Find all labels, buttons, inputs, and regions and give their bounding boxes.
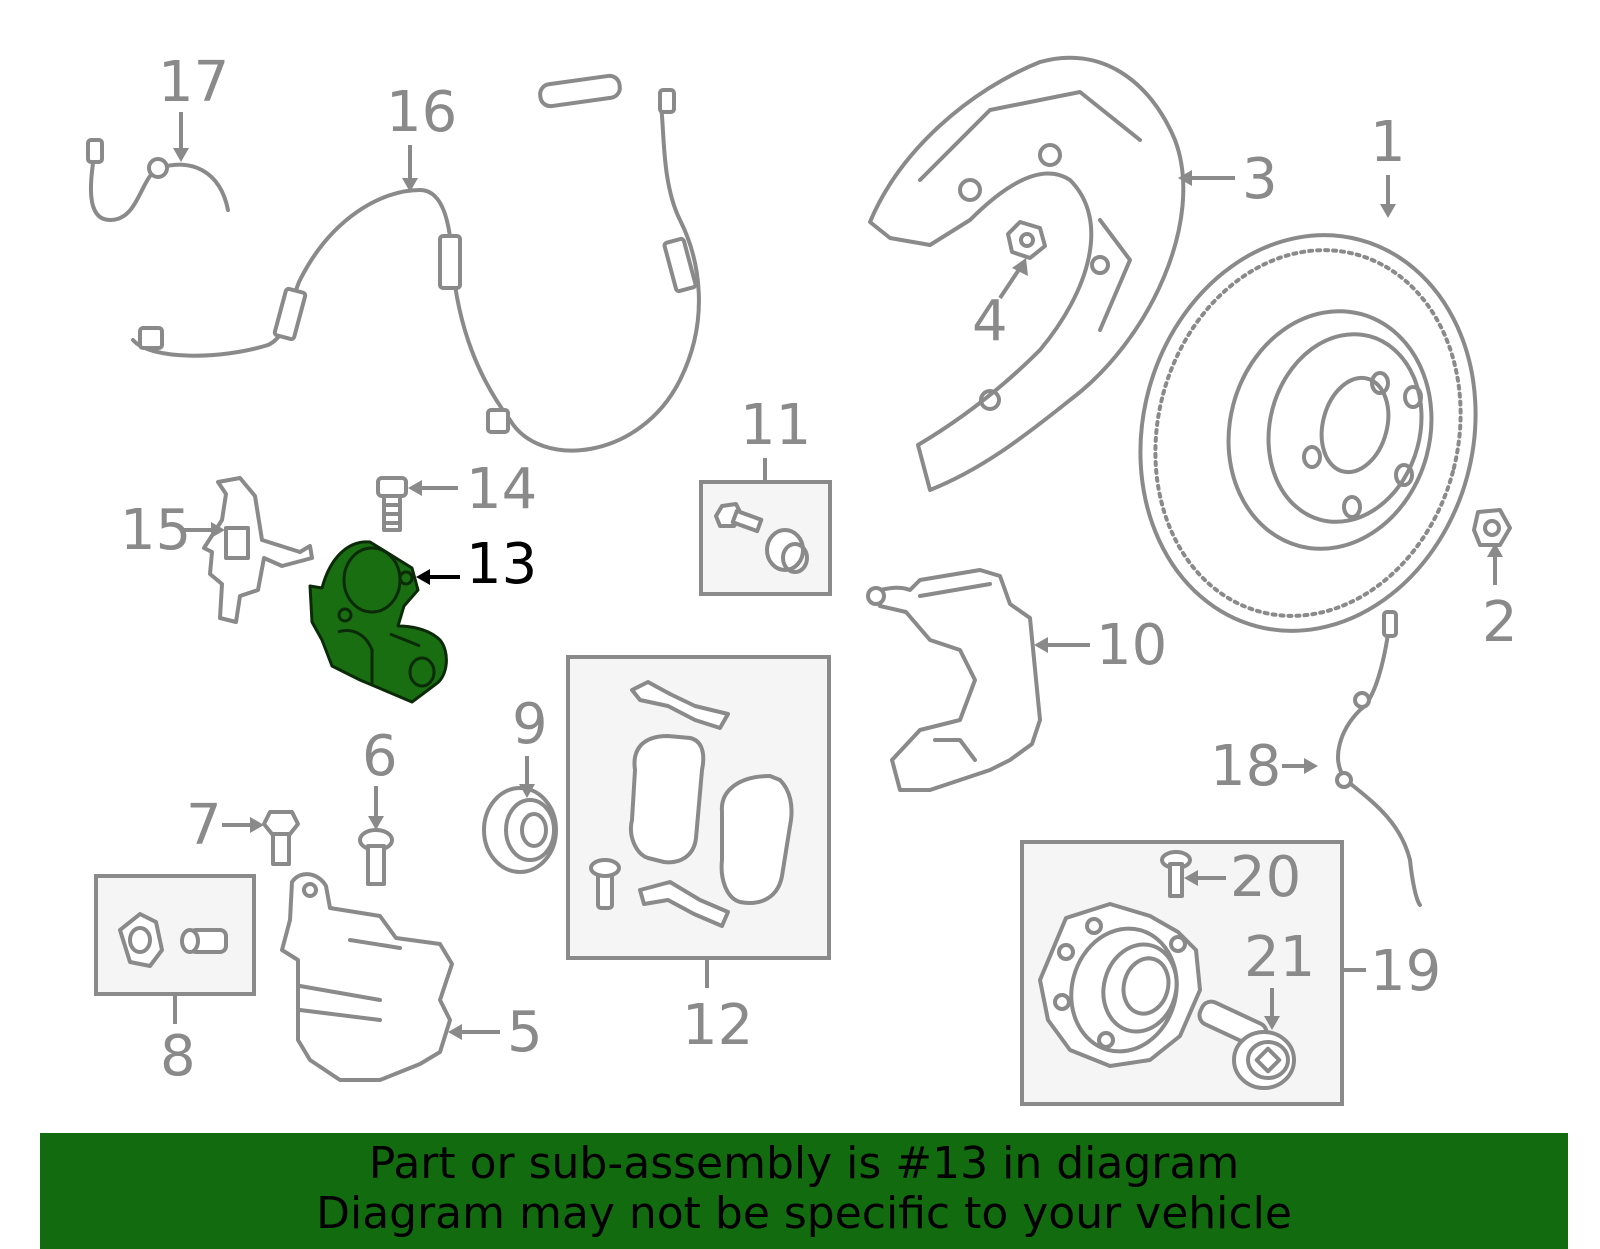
callout-13: 13 bbox=[466, 532, 537, 597]
part-3-splash-shield[interactable] bbox=[868, 55, 1186, 492]
callout-10: 10 bbox=[1096, 613, 1167, 678]
callout-9: 9 bbox=[512, 692, 548, 757]
part-17-wire[interactable] bbox=[86, 138, 230, 222]
callout-20: 20 bbox=[1230, 845, 1301, 910]
part-4-bolt[interactable] bbox=[1006, 220, 1047, 260]
callout-16: 16 bbox=[386, 80, 457, 145]
part-14-bolt[interactable] bbox=[376, 476, 408, 532]
callout-12: 12 bbox=[682, 993, 753, 1058]
banner-line-2: Diagram may not be specific to your vehi… bbox=[316, 1188, 1292, 1239]
callout-19: 19 bbox=[1370, 939, 1441, 1004]
part-21-axle-bolt[interactable] bbox=[1196, 998, 1296, 1090]
callout-18: 18 bbox=[1210, 734, 1281, 799]
callout-8: 8 bbox=[160, 1024, 196, 1089]
part-11-kit[interactable] bbox=[699, 480, 832, 596]
info-banner: Part or sub-assembly is #13 in diagram D… bbox=[40, 1133, 1568, 1249]
callout-5: 5 bbox=[507, 1000, 543, 1065]
callout-15: 15 bbox=[120, 498, 191, 563]
part-7-bolt[interactable] bbox=[262, 810, 300, 866]
part-8-kit[interactable] bbox=[94, 874, 256, 996]
part-5-caliper[interactable] bbox=[280, 872, 454, 1082]
callout-21: 21 bbox=[1244, 925, 1315, 990]
callout-3: 3 bbox=[1242, 147, 1278, 212]
callout-17: 17 bbox=[158, 50, 229, 115]
part-6-bolt[interactable] bbox=[358, 828, 394, 886]
callout-7: 7 bbox=[186, 793, 222, 858]
callout-14: 14 bbox=[466, 457, 537, 522]
part-13-caliper-motor[interactable] bbox=[308, 540, 448, 704]
part-12-brake-pads[interactable] bbox=[566, 655, 831, 960]
parts-diagram: 17 16 3 4 bbox=[86, 50, 1519, 1106]
part-15-bracket[interactable] bbox=[202, 476, 314, 624]
callout-1: 1 bbox=[1370, 110, 1406, 175]
part-9-seal[interactable] bbox=[482, 786, 558, 874]
part-18-sensor-wire[interactable] bbox=[1335, 610, 1422, 907]
part-1-brake-rotor[interactable] bbox=[1097, 197, 1519, 669]
part-20-screw[interactable] bbox=[1160, 850, 1192, 898]
part-2-bolt[interactable] bbox=[1472, 508, 1512, 547]
part-10-caliper-bracket[interactable] bbox=[866, 568, 1042, 792]
part-16-wire[interactable] bbox=[131, 73, 701, 453]
callout-11: 11 bbox=[740, 393, 811, 458]
callout-2: 2 bbox=[1482, 590, 1518, 655]
callout-6: 6 bbox=[362, 724, 398, 789]
callout-4: 4 bbox=[972, 289, 1008, 354]
banner-line-1: Part or sub-assembly is #13 in diagram bbox=[368, 1138, 1240, 1189]
